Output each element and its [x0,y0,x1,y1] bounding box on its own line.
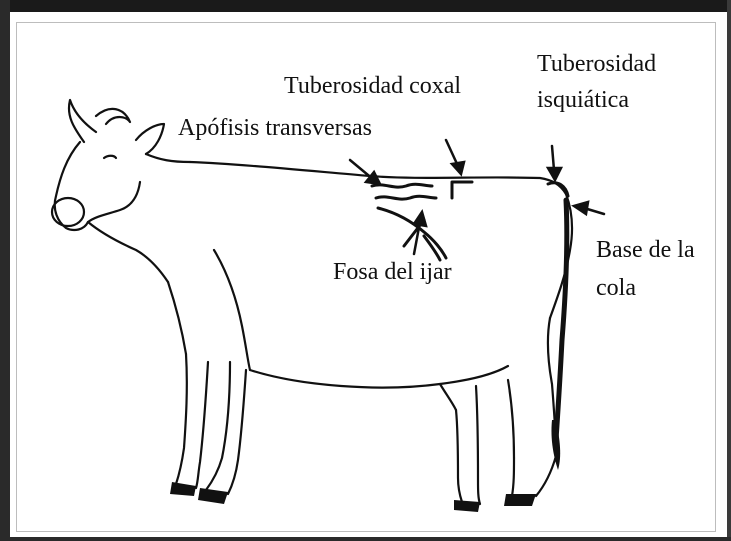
cow-hind-leg-right-inner [536,456,556,496]
label-tuberosidad-isquiatica-line2: isquiática [537,86,629,114]
transverse-processes-mark-2 [376,196,436,199]
cow-hoof-hind-1 [454,500,480,512]
cow-udder-line [440,384,456,410]
cow-hind-leg-left-inner [476,386,480,504]
arrow-isquiatica-shaft [552,146,554,170]
cow-left-horn [69,100,96,142]
cow-hoof-front-2 [198,488,228,504]
label-apofisis-transversas: Apófisis transversas [178,114,372,142]
cow-hind-leg-left-outer [456,410,462,502]
arrow-fosa-head [414,212,426,226]
cow-front-leg-right-inner [228,370,246,494]
cow-belly [250,366,508,388]
cow-eye [104,156,116,158]
cow-chest [168,282,186,354]
label-fosa-del-ijar: Fosa del ijar [333,258,452,286]
label-tuberosidad-isquiatica-line1: Tuberosidad [537,50,656,78]
cow-hoof-hind-2 [504,494,536,506]
cow-front-leg-right-outer [206,362,230,490]
cow-hind-thigh-inner [508,380,514,458]
cow-tail [556,200,567,440]
arrow-base-cola-head [574,202,588,214]
coxal-tuberosity-mark [452,182,472,198]
cow-ear [136,124,164,154]
cow-front-leg-left-outer [176,354,187,484]
label-base-de-la-cola-line2: cola [596,274,636,302]
arrow-coxal-head [452,162,464,174]
arrow-isquiatica-head [548,168,561,180]
cow-head [55,142,140,230]
cow-right-horn [96,109,130,124]
cow-neck-top [146,154,190,162]
cow-front-shoulder [214,250,250,370]
cow-hoof-front-1 [170,482,196,496]
cow-front-leg-left-inner [196,362,208,488]
cow-muzzle [52,198,84,226]
cow-dewlap [88,222,168,282]
label-tuberosidad-coxal: Tuberosidad coxal [284,72,461,100]
label-base-de-la-cola-line1: Base de la [596,236,695,264]
cow-hind-leg-right-outer [512,458,514,496]
